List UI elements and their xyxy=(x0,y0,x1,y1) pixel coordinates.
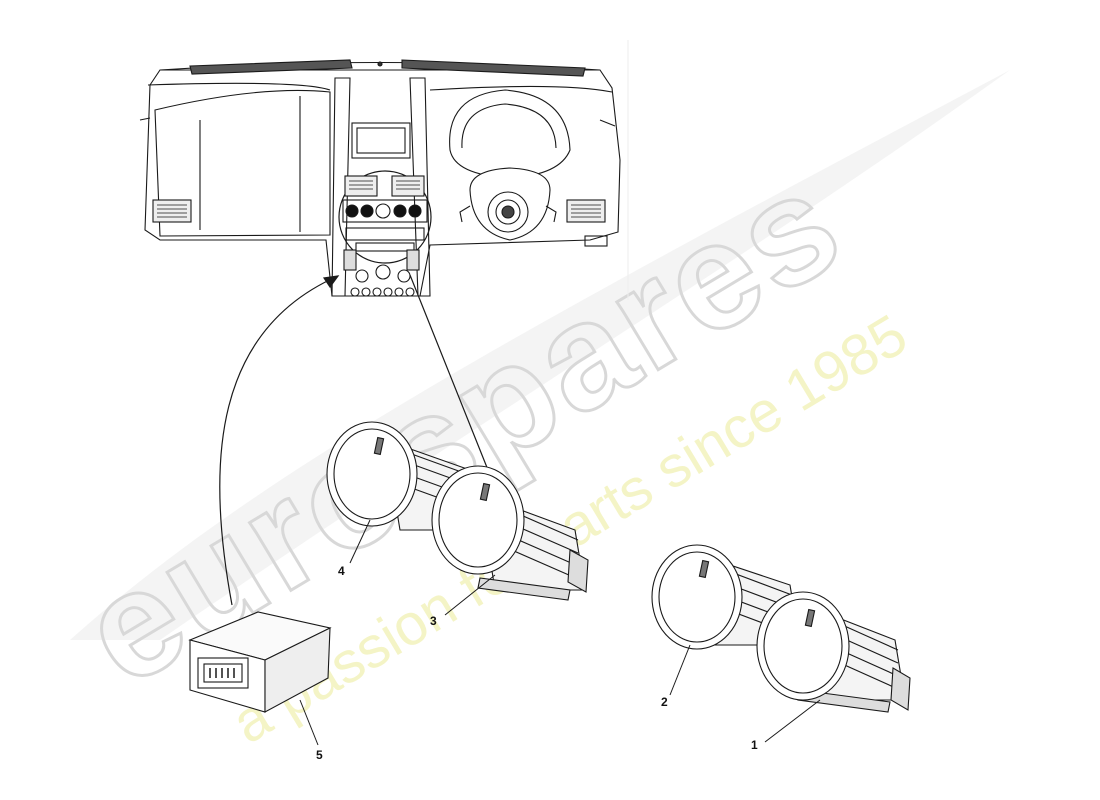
callout-2: 2 xyxy=(661,695,668,709)
callout-3: 3 xyxy=(430,614,437,628)
dashboard-overview xyxy=(139,59,621,297)
leader-lines xyxy=(219,274,491,606)
arrow-head-icon xyxy=(322,275,340,289)
control-module xyxy=(188,611,332,713)
callout-5: 5 xyxy=(316,748,323,762)
callout-leaders xyxy=(299,519,821,746)
callout-labels: 1 2 3 4 5 xyxy=(316,564,758,762)
switch-pair-left xyxy=(326,421,589,601)
watermark-swoosh xyxy=(70,70,1010,640)
switch-pair-right xyxy=(651,544,911,713)
leader-switch-3 xyxy=(409,274,491,476)
callout-4: 4 xyxy=(338,564,345,578)
callout-1: 1 xyxy=(751,738,758,752)
arrow-curve xyxy=(219,275,339,606)
